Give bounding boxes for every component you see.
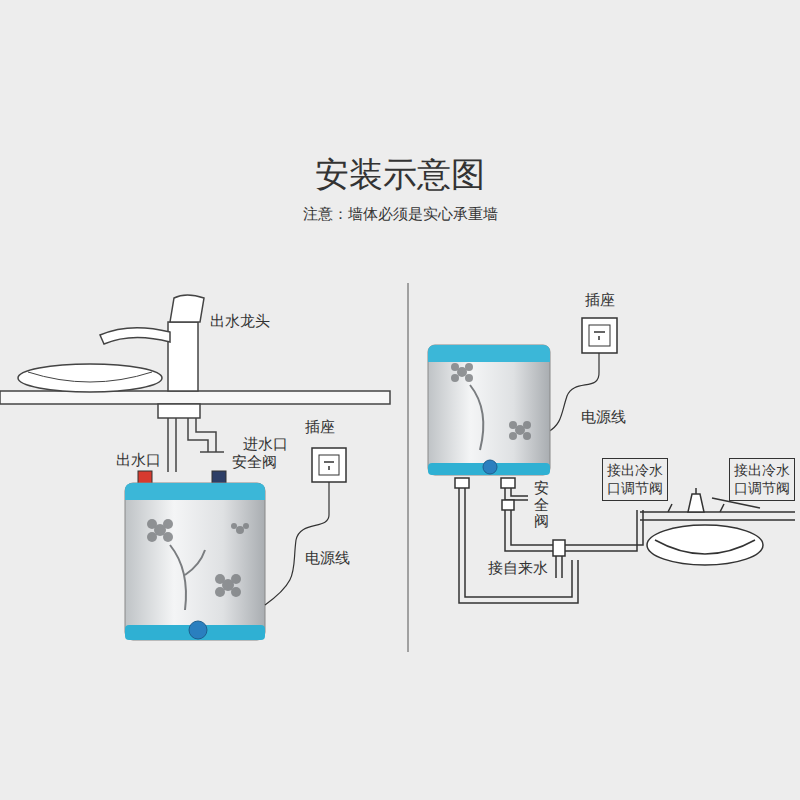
pipes [565,510,643,551]
water-heater [170,545,205,610]
water-heater [451,363,531,440]
water-heater [147,519,249,597]
socket [324,462,334,470]
under-pipes [158,404,200,418]
part-label: 出水口 [116,451,161,470]
part-label: 安全阀 [534,480,549,530]
part-label: 电源线 [305,549,350,568]
pipes [455,478,469,488]
water-heater [428,345,550,475]
part-label: 安全阀 [232,453,277,472]
faucet [100,295,204,391]
water-heater [509,421,517,429]
socket [319,455,339,475]
water-heater [163,519,173,529]
pipes [556,556,562,578]
water-heater [428,345,550,362]
pipes [553,540,565,556]
water-heater [231,523,237,529]
box-text: 接出冷水口调节阀 [734,462,790,497]
water-heater [231,587,241,597]
under-pipes [188,418,216,452]
faucet [168,322,198,391]
water-heater [523,421,531,429]
water-heater [147,532,157,542]
water-heater [523,432,531,440]
water-heater [163,532,173,542]
part-label: 插座 [585,291,615,310]
under-pipes [168,418,176,472]
part-label: 进水口 [243,435,288,454]
socket [589,325,610,346]
water-heater [451,374,459,382]
under-pipes [158,404,224,472]
water-heater [215,574,225,584]
pipes [459,488,578,603]
part-label: 电源线 [581,408,626,427]
divider [408,283,409,652]
counter [0,391,390,404]
basin [28,372,152,382]
water-heater [215,587,225,597]
water-heater [465,363,473,371]
pipes [505,488,528,500]
water-heater [231,574,241,584]
part-label: 插座 [305,418,335,437]
sink [640,512,795,520]
water-heater [465,374,473,382]
sink [688,494,704,512]
water-heater [470,385,483,450]
pipes [501,478,515,488]
socket [582,318,617,353]
water-heater [236,526,244,534]
water-heater [147,519,157,529]
socket [594,332,605,340]
title: 安装示意图 [0,152,800,198]
valve-label-box: 接出冷水口调节阀 [602,458,668,501]
note: 注意：墙体必须是实心承重墙 [303,205,498,224]
socket [582,318,617,353]
faucet [170,295,204,322]
sink [668,488,724,512]
water-heater [483,460,497,474]
basin [18,364,162,392]
power-cord [265,482,329,605]
part-label: 接自来水 [488,559,548,578]
valve-label-box: 接出冷水口调节阀 [729,458,795,501]
sink [647,525,763,565]
sink [655,540,755,554]
faucet [100,328,170,344]
pipes [502,500,514,510]
part-label: 出水龙头 [210,312,270,331]
water-heater [451,363,459,371]
water-heater [509,432,517,440]
water-heater [189,621,207,639]
water-heater [125,483,265,640]
water-heater [428,345,550,475]
counter [0,391,390,404]
water-heater [243,523,249,529]
basin [18,364,162,392]
socket [312,448,346,482]
box-text: 接出冷水口调节阀 [607,462,663,497]
water-heater [125,471,265,640]
under-pipes [200,451,224,453]
socket [312,448,346,482]
water-heater [125,483,265,500]
